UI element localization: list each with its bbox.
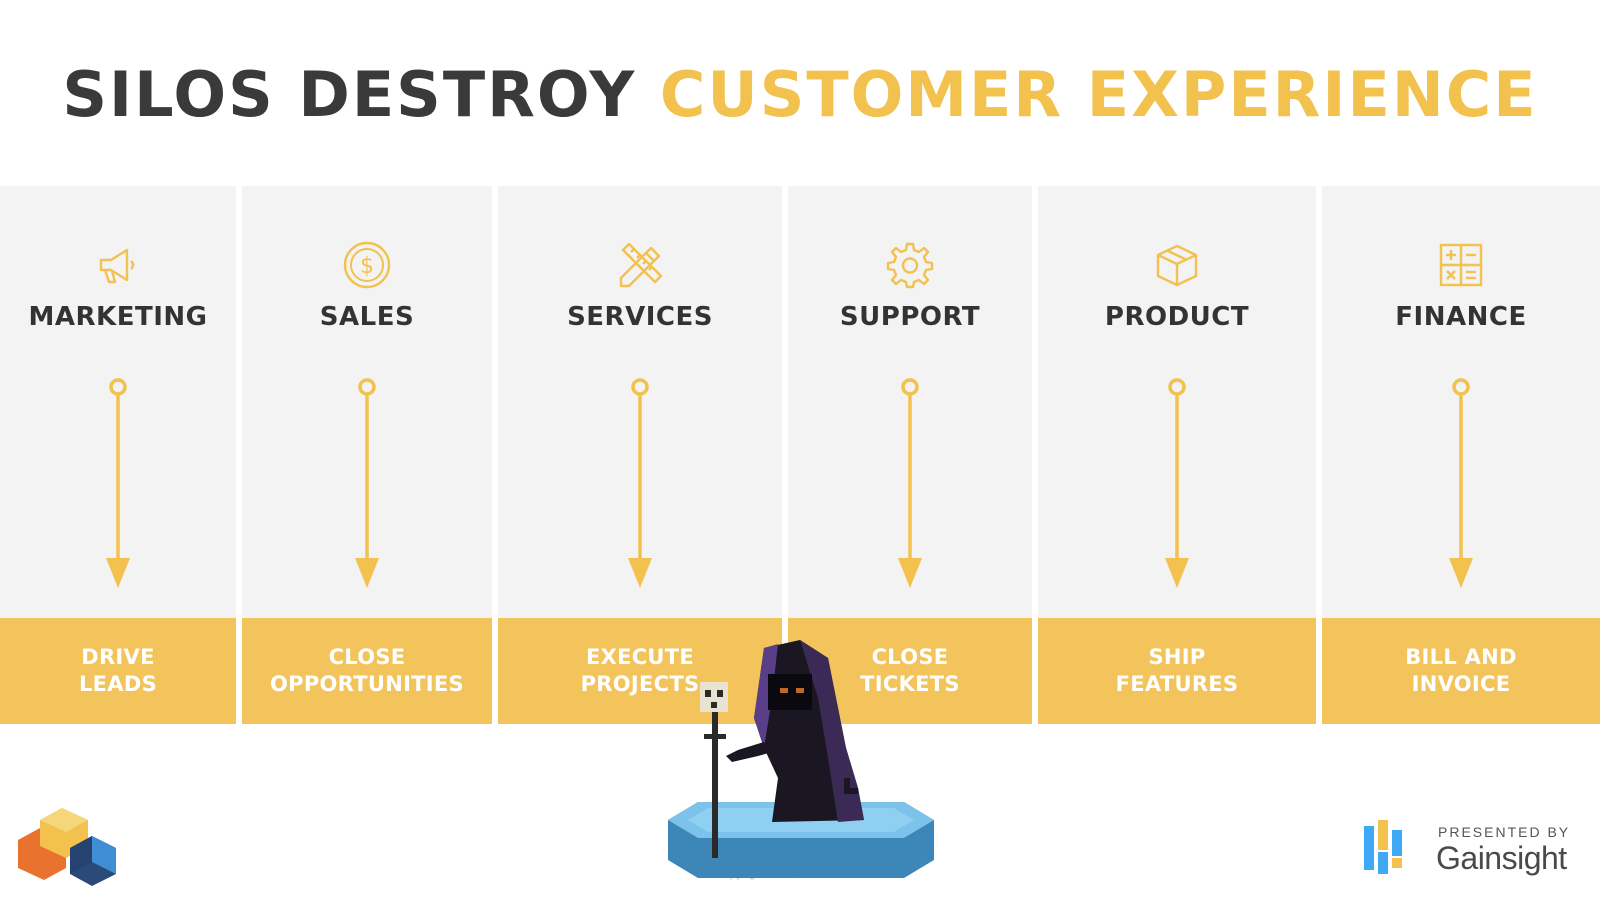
outcome-cell: SHIP FEATURES [1038,618,1316,724]
outcome-cell: DRIVE LEADS [0,618,236,724]
down-arrow [1449,378,1473,588]
column-finance: FINANCE BILL AND INVOICE [1322,186,1600,724]
column-support: SUPPORT CLOSE TICKETS [788,186,1032,724]
department-name: PRODUCT [1104,302,1250,332]
down-arrow [1165,378,1189,588]
gainsight-wordmark: Gainsight [1436,840,1567,876]
calculator-icon [1439,243,1483,287]
outcome-line-1: BILL AND [1405,645,1517,669]
cube-logo-icon [18,808,116,886]
outcome-line-2: OPPORTUNITIES [270,672,464,696]
pencil-ruler-icon [619,242,663,288]
column-product: PRODUCT SHIP FEATURES [1038,186,1316,724]
dollar-coin-icon: $ [343,241,391,289]
outcome-line-2: FEATURES [1115,672,1239,696]
svg-text:$: $ [360,254,374,279]
outcome-text: EXECUTE PROJECTS [581,644,700,698]
silos-band: MARKETING DRIVE LEADS $ SALES [0,186,1600,724]
down-arrow [106,378,130,588]
department-name: FINANCE [1395,302,1527,332]
outcome-cell: BILL AND INVOICE [1322,618,1600,724]
presented-by-label: PRESENTED BY [1438,824,1571,840]
outcome-line-2: TICKETS [860,672,960,696]
down-arrow [898,378,922,588]
outcome-text: CLOSE OPPORTUNITIES [270,644,464,698]
gainsight-mark-icon [1364,820,1402,874]
column-services: SERVICES EXECUTE PROJECTS [498,186,782,724]
outcome-line-1: DRIVE [81,645,155,669]
down-arrow [628,378,652,588]
outcome-line-2: PROJECTS [580,672,700,696]
outcome-text: SHIP FEATURES [1116,644,1239,698]
outcome-line-1: CLOSE [328,645,406,669]
title-part-1: SILOS DESTROY [62,58,637,131]
outcome-text: CLOSE TICKETS [860,644,960,698]
slide-title: SILOS DESTROY CUSTOMER EXPERIENCE [0,58,1600,131]
megaphone-icon [99,248,135,284]
outcome-line-2: INVOICE [1411,672,1511,696]
box-icon [1156,244,1198,287]
outcome-cell: EXECUTE PROJECTS [498,618,782,724]
column-marketing: MARKETING DRIVE LEADS [0,186,236,724]
grim-reaper-illustration [668,640,934,878]
department-name: MARKETING [28,302,208,332]
column-sales: $ SALES CLOSE OPPORTUNITIES [242,186,492,724]
outcome-line-1: CLOSE [871,645,949,669]
gear-icon [886,242,934,289]
department-name: SALES [319,302,415,332]
outcome-line-2: LEADS [78,672,158,696]
department-name: SUPPORT [839,302,981,332]
title-part-2: CUSTOMER EXPERIENCE [659,58,1538,131]
down-arrow [355,378,379,588]
outcome-text: BILL AND INVOICE [1405,644,1517,698]
outcome-line-1: EXECUTE [585,645,695,669]
outcome-text: DRIVE LEADS [79,644,157,698]
outcome-line-1: SHIP [1148,645,1206,669]
department-name: SERVICES [567,302,713,332]
outcome-cell: CLOSE OPPORTUNITIES [242,618,492,724]
